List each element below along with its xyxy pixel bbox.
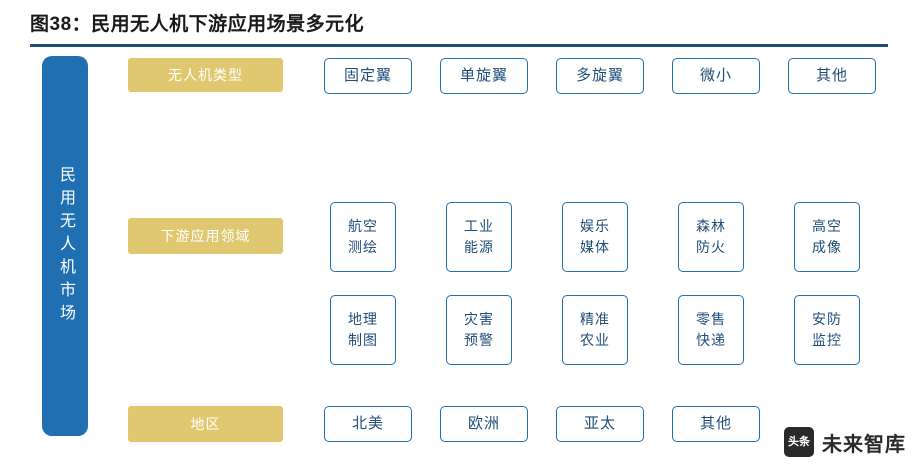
node-drone-type-5: 其他 — [788, 58, 876, 94]
node-drone-type-4: 微小 — [672, 58, 760, 94]
node-application-6: 地理 制图 — [330, 295, 396, 365]
node-application-5: 高空 成像 — [794, 202, 860, 272]
node-application-10: 安防 监控 — [794, 295, 860, 365]
node-label: 固定翼 — [343, 67, 392, 84]
node-label-line1: 安防 — [812, 311, 842, 327]
node-application-7: 灾害 预警 — [446, 295, 512, 365]
node-label-line2: 监控 — [812, 332, 842, 348]
watermark: 头条 未来智库 — [784, 427, 906, 457]
watermark-label: 未来智库 — [822, 433, 906, 456]
node-label: 单旋翼 — [459, 67, 508, 84]
node-label-line2: 能源 — [464, 239, 494, 255]
node-label-line2: 成像 — [812, 239, 842, 255]
node-label: 欧洲 — [467, 415, 500, 432]
market-root-node: 民用无人机市场 — [42, 56, 88, 436]
node-application-2: 工业 能源 — [446, 202, 512, 272]
node-drone-type-1: 固定翼 — [324, 58, 412, 94]
node-region-1: 北美 — [324, 406, 412, 442]
node-label-line2: 预警 — [464, 332, 494, 348]
category-label-application: 下游应用领域 — [128, 218, 283, 254]
node-label-line1: 高空 — [812, 218, 842, 234]
node-label-line1: 零售 — [696, 311, 726, 327]
node-application-9: 零售 快递 — [678, 295, 744, 365]
node-label: 多旋翼 — [575, 67, 624, 84]
node-label: 微小 — [699, 67, 732, 84]
node-label: 其他 — [815, 67, 848, 84]
node-label-line1: 森林 — [696, 218, 726, 234]
node-label-line1: 工业 — [464, 218, 494, 234]
node-label-line1: 航空 — [348, 218, 378, 234]
category-label-region: 地区 — [128, 406, 283, 442]
node-label-line2: 防火 — [696, 239, 726, 255]
node-label-line1: 灾害 — [464, 311, 494, 327]
node-label-line1: 精准 — [580, 311, 610, 327]
node-region-3: 亚太 — [556, 406, 644, 442]
node-application-3: 娱乐 媒体 — [562, 202, 628, 272]
node-label: 其他 — [699, 415, 732, 432]
node-region-2: 欧洲 — [440, 406, 528, 442]
chart-title-bar: 图38：民用无人机下游应用场景多元化 — [30, 10, 890, 47]
node-application-8: 精准 农业 — [562, 295, 628, 365]
title-divider — [30, 44, 888, 47]
node-label-line1: 地理 — [348, 311, 378, 327]
market-root-label: 民用无人机市场 — [57, 165, 74, 327]
node-application-4: 森林 防火 — [678, 202, 744, 272]
page-title: 图38：民用无人机下游应用场景多元化 — [30, 14, 365, 35]
node-label-line2: 农业 — [580, 332, 610, 348]
node-label-line2: 快递 — [696, 332, 726, 348]
node-label-line1: 娱乐 — [580, 218, 610, 234]
node-region-4: 其他 — [672, 406, 760, 442]
node-application-1: 航空 测绘 — [330, 202, 396, 272]
toutiao-logo-icon: 头条 — [784, 427, 814, 457]
node-label-line2: 媒体 — [580, 239, 610, 255]
node-drone-type-2: 单旋翼 — [440, 58, 528, 94]
category-label-drone-type: 无人机类型 — [128, 58, 283, 92]
node-label-line2: 测绘 — [348, 239, 378, 255]
node-label-line2: 制图 — [348, 332, 378, 348]
node-drone-type-3: 多旋翼 — [556, 58, 644, 94]
node-label: 亚太 — [583, 415, 616, 432]
node-label: 北美 — [351, 415, 384, 432]
